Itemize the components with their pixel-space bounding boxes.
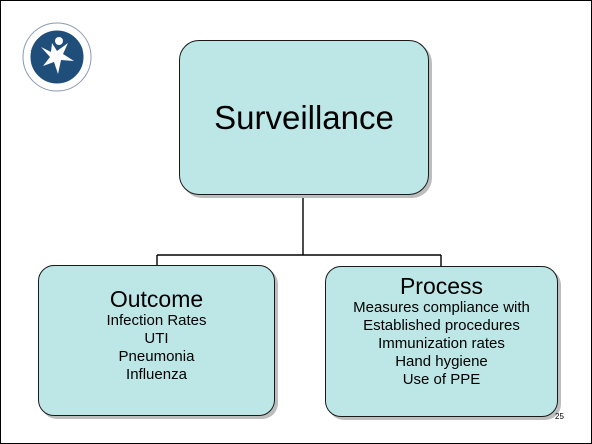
outcome-item-uti: UTI — [144, 330, 169, 347]
process-heading: Process — [399, 273, 484, 299]
outcome-box: Outcome Infection Rates UTI Pneumonia In… — [38, 265, 275, 416]
outcome-item-pneumonia: Pneumonia — [118, 348, 195, 365]
process-item-measures-compliance: Measures compliance with — [353, 299, 530, 316]
process-item-immunization-rates: Immunization rates — [378, 335, 505, 352]
outcome-item-infection-rates: Infection Rates — [106, 312, 207, 329]
process-item-established-procedures: Established procedures — [363, 317, 520, 334]
slide-page-number: 25 — [555, 412, 564, 421]
process-item-hand-hygiene: Hand hygiene — [395, 353, 488, 370]
department-of-health-services-logo — [22, 22, 92, 92]
surveillance-box: Surveillance — [179, 40, 429, 195]
process-box: Process Measures compliance with Establi… — [325, 266, 558, 417]
surveillance-title: Surveillance — [214, 98, 394, 136]
process-item-use-of-ppe: Use of PPE — [402, 371, 481, 388]
outcome-heading: Outcome — [109, 286, 204, 312]
outcome-item-influenza: Influenza — [126, 366, 187, 383]
